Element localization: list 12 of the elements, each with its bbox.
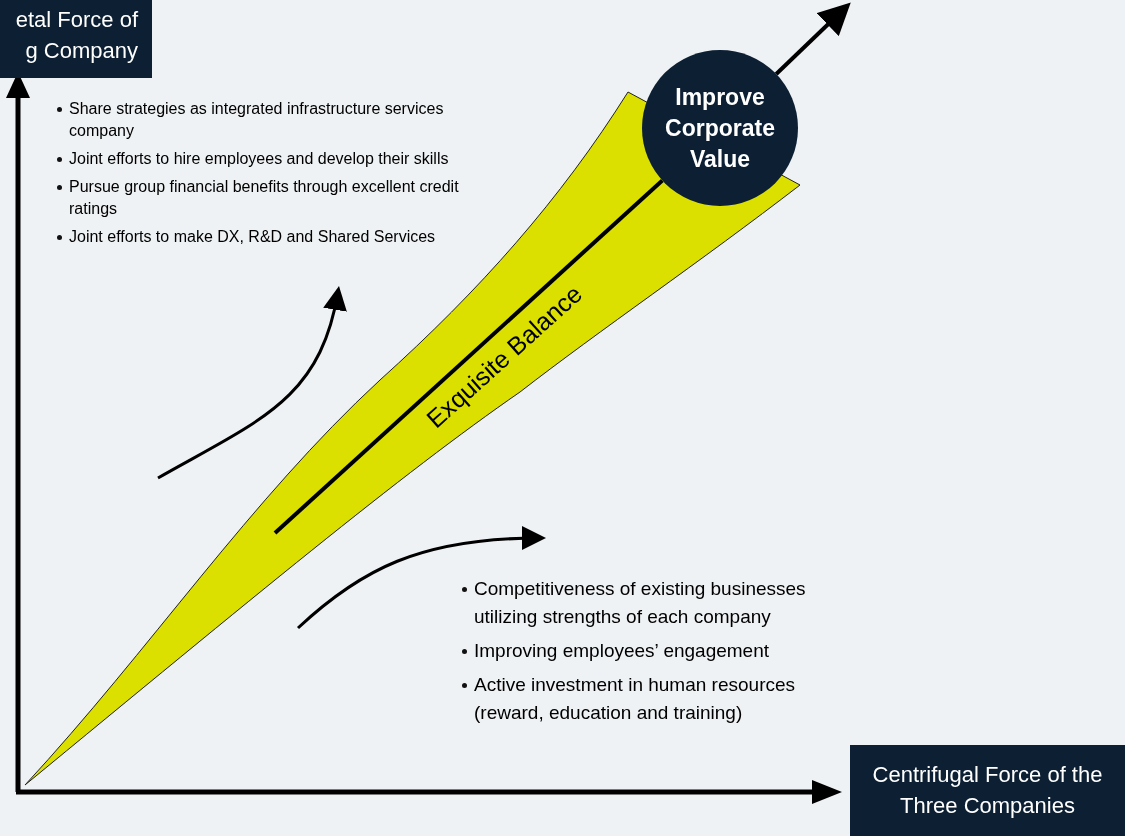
bullet-text: Competitiveness of existing businesses utilizing strengths of each company bbox=[474, 578, 806, 627]
line bbox=[273, 179, 664, 535]
axis-label-box: etal Force of g Company bbox=[0, 0, 152, 78]
bullet-text: Joint efforts to make DX, R&D and Shared Services bbox=[69, 228, 436, 245]
goal-circle: Improve Corporate Value bbox=[642, 50, 798, 206]
bullet-text: Pursue group financial benefits through excellent credit ratings bbox=[69, 178, 459, 217]
axis-label-box: Centrifugal Force of the Three Companies bbox=[850, 745, 1125, 836]
bullet-text: Joint efforts to hire employees and develop their skills bbox=[69, 150, 449, 167]
bullet-text: Share strategies as integrated infrastructure services company bbox=[69, 100, 444, 139]
bullet-text: Improving employees’ engagement bbox=[474, 640, 770, 661]
bullet-text: Active investment in human resources (reward, education and training) bbox=[474, 674, 796, 723]
arrow bbox=[774, 2, 851, 76]
